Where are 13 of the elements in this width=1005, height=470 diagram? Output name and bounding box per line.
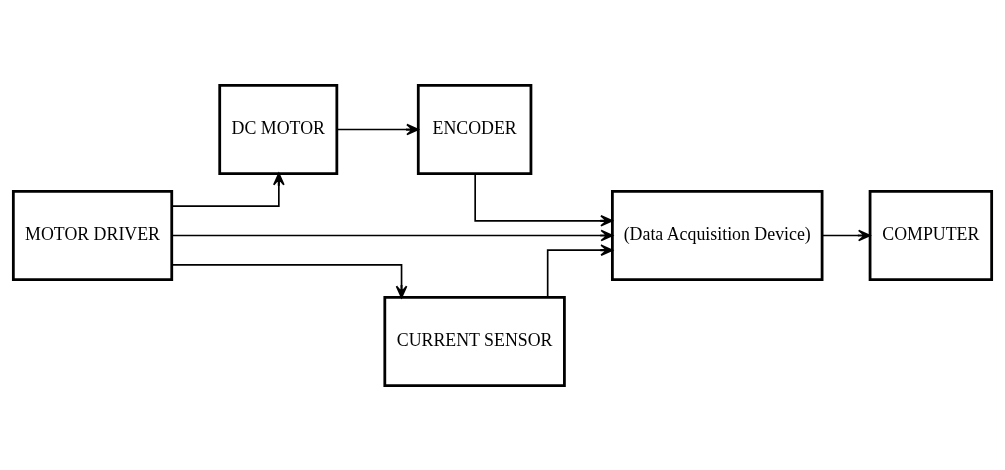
arrow: [336, 123, 419, 135]
arrow: [171, 229, 614, 241]
node-box: (Data Acquisition Device): [611, 189, 824, 281]
node-box: MOTOR DRIVER: [11, 189, 174, 281]
arrow: [171, 172, 285, 207]
node-box: DC MOTOR: [218, 83, 339, 175]
arrow: [171, 263, 408, 298]
arrow: [546, 243, 614, 298]
arrow: [821, 229, 871, 241]
arrow: [474, 172, 613, 227]
node-box: ENCODER: [416, 83, 533, 175]
node-box: COMPUTER: [868, 189, 994, 281]
node-box: CURRENT SENSOR: [383, 295, 566, 387]
